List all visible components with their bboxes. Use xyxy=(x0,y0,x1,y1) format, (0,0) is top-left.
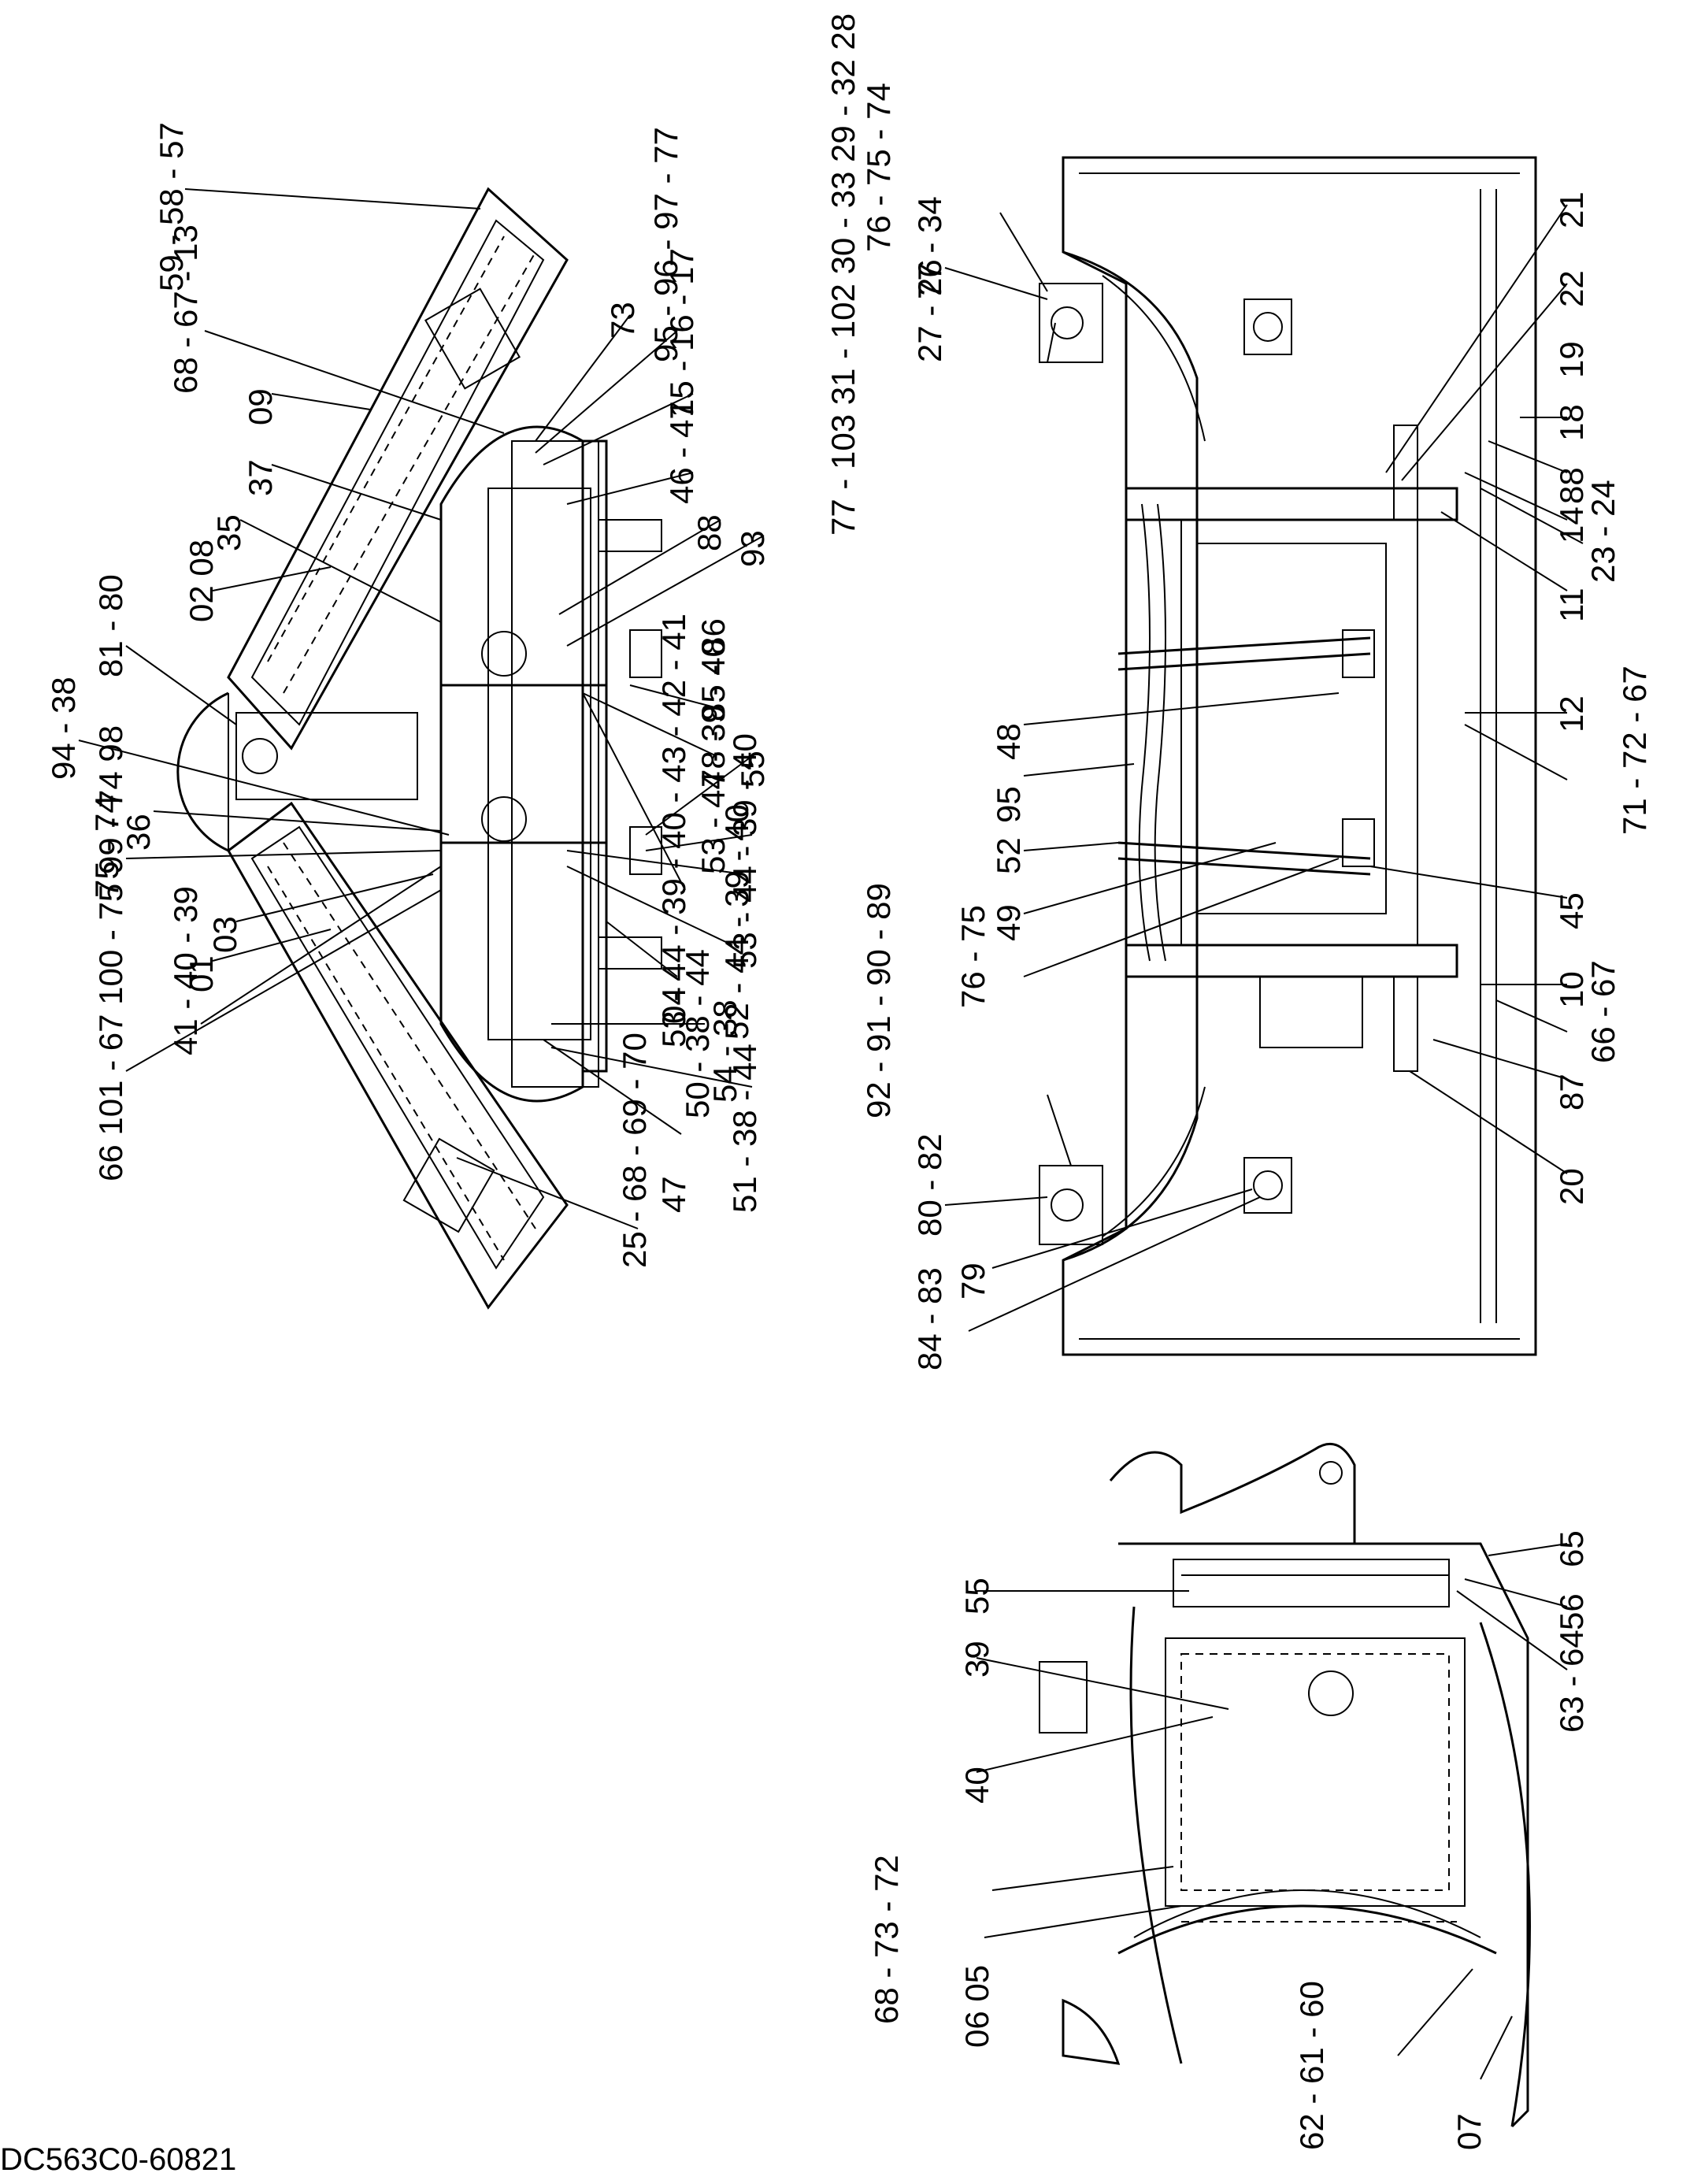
callout: 53 - 44 - 39 - 40 xyxy=(695,639,732,874)
callout: 07 xyxy=(1451,2113,1488,2150)
callout: 77 - 103 31 - 102 30 - 33 29 - 32 28 xyxy=(825,13,862,536)
callout: 04 xyxy=(655,987,692,1024)
callout: 68 - 67 - 13 xyxy=(167,224,204,394)
callout: 48 xyxy=(990,723,1027,760)
callout: 66 101 - 67 100 - 75 99 - 74 98 xyxy=(92,725,129,1181)
right-view-drawing xyxy=(1039,156,1537,1356)
callout: 68 - 73 - 72 xyxy=(868,1855,905,2024)
callout: 40 xyxy=(958,1767,995,1804)
callout: 52 - 44 - 39 - 40 xyxy=(718,804,755,1040)
callout: 15 - 16 - 17 xyxy=(663,248,700,417)
callout: 77 - 34 xyxy=(911,196,948,299)
callout: 59 - 58 - 57 xyxy=(153,122,190,291)
callout: 47 xyxy=(655,1176,692,1213)
callout: 55 xyxy=(958,1578,995,1615)
callout: 22 xyxy=(1553,270,1590,307)
callout: 80 - 82 xyxy=(911,1133,948,1237)
callout: 23 - 24 xyxy=(1584,480,1621,583)
callout: 76 - 75 xyxy=(954,905,991,1008)
callout: 95 - 96 - 97 - 77 xyxy=(647,127,684,362)
drawing-code: DC563C0-60821 xyxy=(0,2142,236,2177)
callout: 65 xyxy=(1553,1530,1590,1567)
bottom-view-callouts: 55 39 40 65 56 63 - 64 68 - 73 - 72 06 0… xyxy=(868,1530,1590,2150)
callout: 92 - 91 - 90 - 89 xyxy=(860,883,897,1118)
callout: 54 - 38 xyxy=(706,999,743,1103)
callout: 71 - 72 - 67 xyxy=(1616,666,1653,835)
callout: 66 - 67 xyxy=(1584,960,1621,1063)
callout: 78 - 85 - 86 xyxy=(695,618,732,788)
callout: 36 xyxy=(120,814,157,851)
left-view-drawing xyxy=(176,187,662,1310)
callout: 53 - 44 - 39 - 40 - 43 - 42 - 41 xyxy=(655,614,692,1048)
callout: 18 xyxy=(1553,404,1590,441)
callout: 03 xyxy=(206,916,243,953)
callout: 51 - 38 - 44 xyxy=(726,1044,763,1213)
callout: 52 xyxy=(990,837,1027,874)
callout: 12 xyxy=(1553,695,1590,732)
callout: 53 - 44 - 39 - 40 xyxy=(726,733,763,969)
callout: 84 - 83 xyxy=(911,1267,948,1370)
callout: 06 05 xyxy=(958,1965,995,2048)
callout: 76 - 75 - 74 xyxy=(860,83,897,252)
callout: 55 xyxy=(734,751,771,788)
callout: 45 xyxy=(1553,892,1590,929)
callout: 56 xyxy=(1553,1593,1590,1630)
callout: 88 xyxy=(691,514,728,551)
right-view-callouts: 76 - 75 - 74 77 - 34 27 - 26 77 - 103 31… xyxy=(825,13,1653,1370)
callout: 10 xyxy=(1553,971,1590,1008)
callout: 39 xyxy=(958,1641,995,1678)
left-view-callouts: 59 - 58 - 57 68 - 67 - 13 09 37 35 02 08… xyxy=(45,122,771,1268)
callout: 11 xyxy=(1553,588,1590,622)
callout: 27 - 26 xyxy=(911,259,948,362)
callout: 20 xyxy=(1553,1168,1590,1205)
callout: 50 - 38 - 44 xyxy=(679,949,716,1118)
callout: 63 - 64 xyxy=(1553,1630,1590,1733)
callout: 95 xyxy=(990,786,1027,823)
callout: 87 xyxy=(1553,1073,1590,1111)
callout: 21 xyxy=(1553,191,1590,228)
bottom-view-drawing xyxy=(1039,1442,1531,2128)
callout: 79 xyxy=(954,1263,991,1300)
callout: 75 - 74 xyxy=(88,795,125,898)
callout: 62 - 61 - 60 xyxy=(1293,1981,1330,2150)
callout: 81 - 80 xyxy=(92,574,129,677)
callout: 46 - 47 xyxy=(663,401,700,504)
callout: 49 xyxy=(990,904,1027,941)
callout: 94 - 38 xyxy=(45,677,82,780)
callout: 73 xyxy=(604,302,641,339)
callout: 25 - 68 - 69 - 70 xyxy=(616,1033,653,1268)
callout: 02 08 xyxy=(183,540,220,622)
callout: 01 xyxy=(183,955,220,992)
callout: 88 xyxy=(1553,467,1590,504)
callout: 41 - 40 - 39 xyxy=(167,886,204,1055)
callout: 19 xyxy=(1553,341,1590,378)
